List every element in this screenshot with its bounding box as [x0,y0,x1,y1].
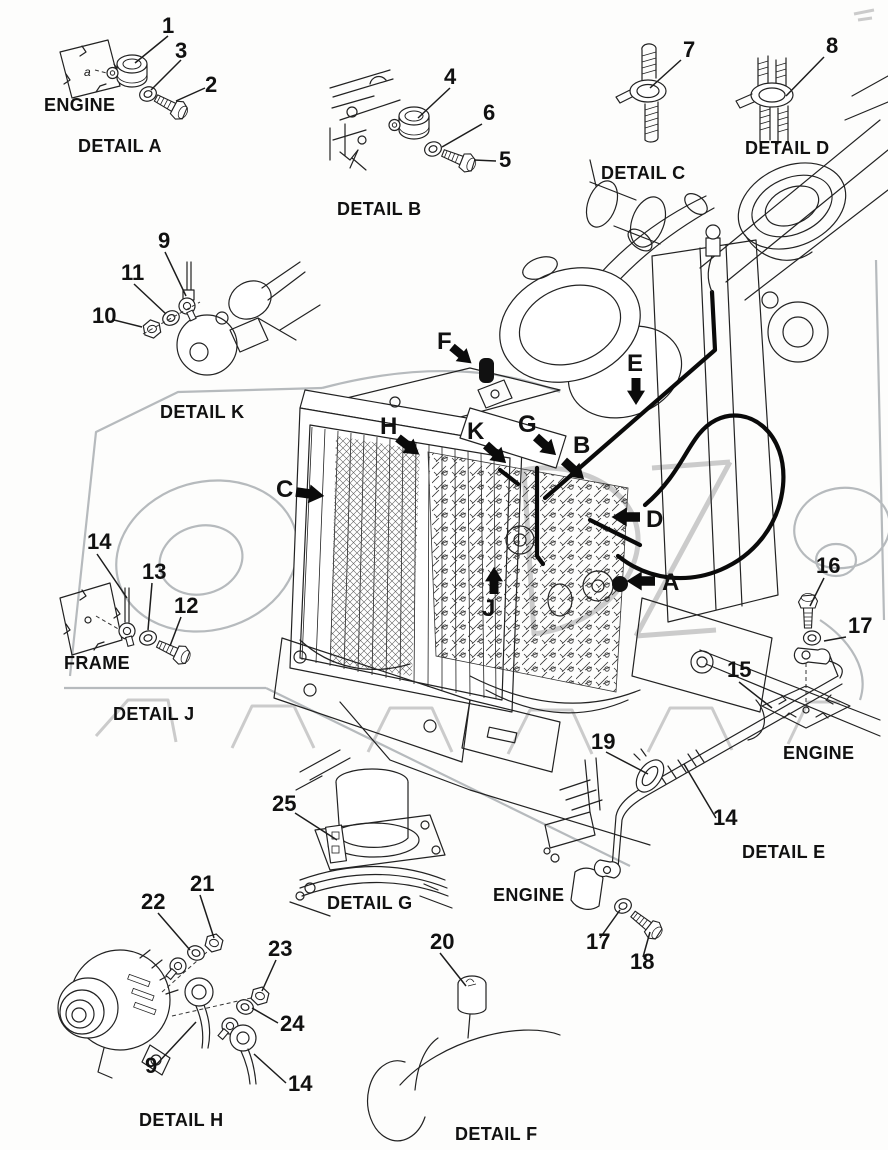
main-assembly-drawing [273,75,888,846]
bolt-part [153,634,194,668]
detail-g: 25 DETAIL G [272,749,453,917]
washer-part [422,139,444,159]
part-number: 9 [145,1053,157,1078]
part-number: 14 [87,529,112,554]
part-number: 9 [158,228,170,253]
detail-caption: DETAIL E [742,842,826,862]
part-number: 17 [586,929,610,954]
detail-e: 16 17 15 19 14 17 18 ENGINE ENGINE DETAI… [493,553,872,974]
part-number: 14 [713,805,738,830]
washer-part [137,628,159,648]
washer-part [802,630,822,646]
ring-terminal [161,954,190,984]
part-number: 22 [141,889,165,914]
ring-terminal [116,620,140,649]
part-number: 16 [816,553,840,578]
part-number: 3 [175,38,187,63]
detail-b: 4 6 5 DETAIL B [329,64,511,219]
detail-caption: DETAIL A [78,136,162,156]
part-number: 15 [727,657,751,682]
bolt-part [150,89,192,124]
part-number: 2 [205,72,217,97]
part-number: 4 [444,64,457,89]
plate-label: FRAME [64,653,130,673]
nut-part [249,984,271,1008]
arrow-label-k: K [467,418,485,445]
bolt-part [797,592,819,629]
callout-arrows: F E H K G B C D A J [276,328,679,622]
detail-caption: DETAIL G [327,893,413,913]
clamp-location-f [479,358,494,383]
arrow-label-d: D [646,506,663,533]
part-number: 13 [142,559,166,584]
detail-a: a 1 3 2 ENGINE DETAIL A [44,13,217,156]
washer-part [612,895,634,917]
detail-caption: DETAIL K [160,402,245,422]
part-number: 14 [288,1071,313,1096]
detail-caption: DETAIL H [139,1110,224,1130]
detail-caption: DETAIL D [745,138,830,158]
nut-part [203,931,225,955]
detail-caption: DETAIL B [337,199,422,219]
plate-mark: a [84,65,91,79]
part-number: 21 [190,871,214,896]
clamp-part [388,106,430,140]
arrow-label-b: B [573,432,590,459]
part-number: 17 [848,613,872,638]
detail-k: 9 11 10 DETAIL K [92,228,321,422]
plate-label: ENGINE [783,743,854,763]
detail-j: 14 13 12 FRAME DETAIL J [59,529,198,724]
detail-caption: DETAIL F [455,1124,538,1144]
arrow-label-c: C [276,476,293,503]
part-number: 10 [92,303,116,328]
plate-label: ENGINE [493,885,564,905]
arrow-label-g: G [518,411,537,438]
detail-h: 21 22 23 24 9 14 DETAIL H [57,871,313,1130]
washer-part [185,942,207,964]
part-number: 7 [683,37,695,62]
arrow-label-h: H [380,413,397,440]
detail-caption: DETAIL C [601,163,686,183]
arrow-label-a: A [662,569,679,596]
part-number: 8 [826,33,838,58]
part-number: 20 [430,929,454,954]
arrow-label-e: E [627,350,643,377]
arrow-label-j: J [482,595,495,622]
bolt-part [438,143,480,176]
detail-d: 8 DETAIL D [735,33,838,158]
part-number: 1 [162,13,174,38]
plate-label: ENGINE [44,95,115,115]
part-number: 25 [272,791,296,816]
part-number: 23 [268,936,292,961]
part-number: 18 [630,949,654,974]
detail-f: 20 DETAIL F [366,929,561,1144]
bolt-part [626,905,667,944]
detail-c: 7 DETAIL C [601,37,695,183]
part-number: 12 [174,593,198,618]
part-number: 19 [591,729,615,754]
part-number: 24 [280,1011,305,1036]
detail-caption: DETAIL J [113,704,195,724]
part-number: 6 [483,100,495,125]
part-number: 5 [499,147,511,172]
arrow-label-f: F [437,328,452,355]
part-number: 11 [121,260,144,285]
